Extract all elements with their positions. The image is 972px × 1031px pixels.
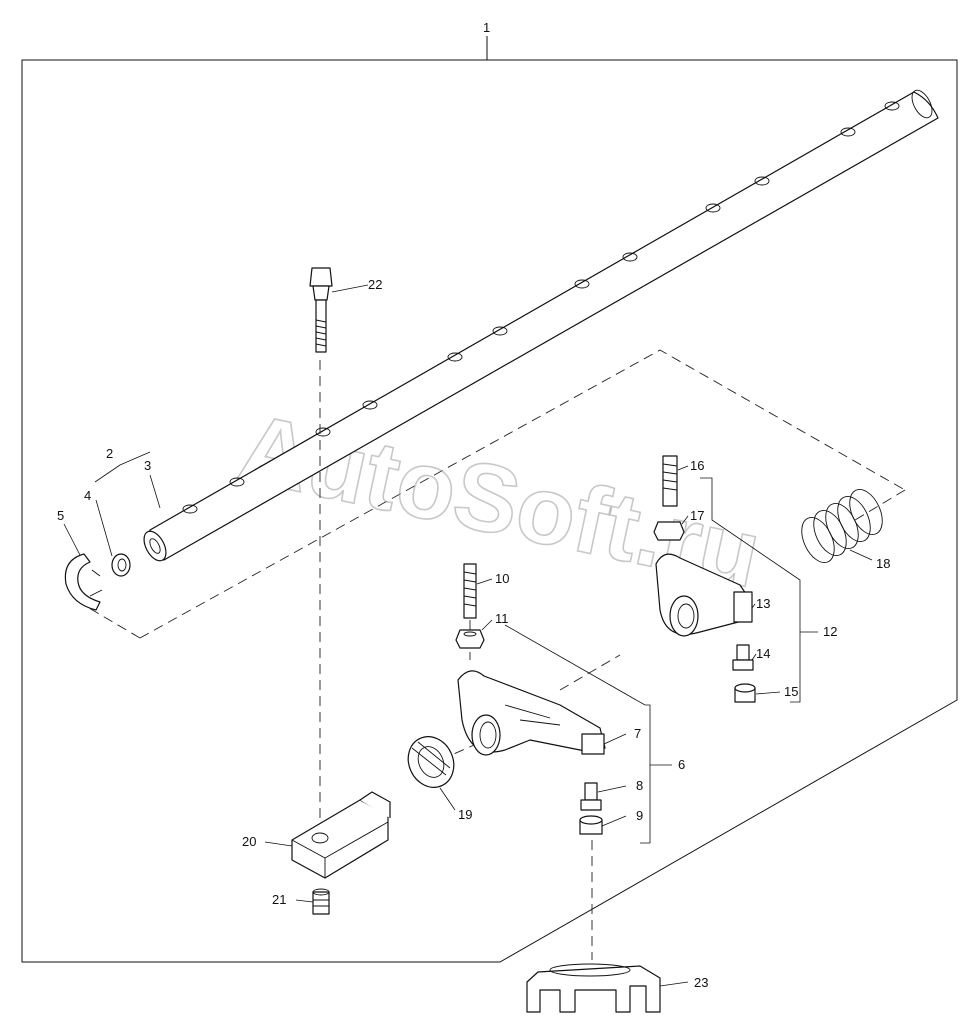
callout-9: 9 [636,808,643,823]
callout-8: 8 [636,778,643,793]
circlip [64,553,103,611]
adjusting-screw-lower [580,782,602,811]
rocker-arm-lower [457,670,606,756]
lock-nut-upper [653,521,685,541]
adjusting-screw-upper [732,644,754,671]
valve-cap-lower [579,815,603,835]
callout-22: 22 [368,277,382,292]
callout-6: 6 [678,757,685,772]
retaining-clip [526,963,661,1013]
callout-3: 3 [144,458,151,473]
spacer-spring [801,489,883,563]
callout-18: 18 [876,556,890,571]
lock-nut-lower [455,629,485,649]
callout-23: 23 [694,975,708,990]
rocker-shaft [143,89,939,562]
callout-15: 15 [784,684,798,699]
adjusting-stud-upper [662,455,678,507]
callout-12: 12 [823,624,837,639]
rocker-bushing [407,736,455,788]
shaft-support-bracket [291,791,391,879]
shaft-oil-holes [182,101,900,514]
callout-14: 14 [756,646,770,661]
callout-1: 1 [483,20,490,35]
leader-lines [63,284,873,987]
adjusting-stud-lower [463,563,477,619]
callout-10: 10 [495,571,509,586]
callout-7: 7 [634,726,641,741]
callout-5: 5 [57,508,64,523]
callout-labels: 1 2 3 4 5 6 7 8 9 10 11 12 13 14 15 16 1… [57,20,890,990]
callout-16: 16 [690,458,704,473]
support-bolt [309,267,333,353]
callout-13: 13 [756,596,770,611]
callout-4: 4 [84,488,91,503]
callout-11: 11 [495,611,509,626]
callout-21: 21 [272,892,286,907]
valve-cap-upper [734,683,756,703]
callout-17: 17 [690,508,704,523]
rocker-arm-upper [655,553,753,637]
dowel-sleeve [312,888,330,915]
callout-2: 2 [106,446,113,461]
callout-20: 20 [242,834,256,849]
shaft-washer [111,553,131,577]
callout-19: 19 [458,807,472,822]
assembly-frame [21,36,958,963]
